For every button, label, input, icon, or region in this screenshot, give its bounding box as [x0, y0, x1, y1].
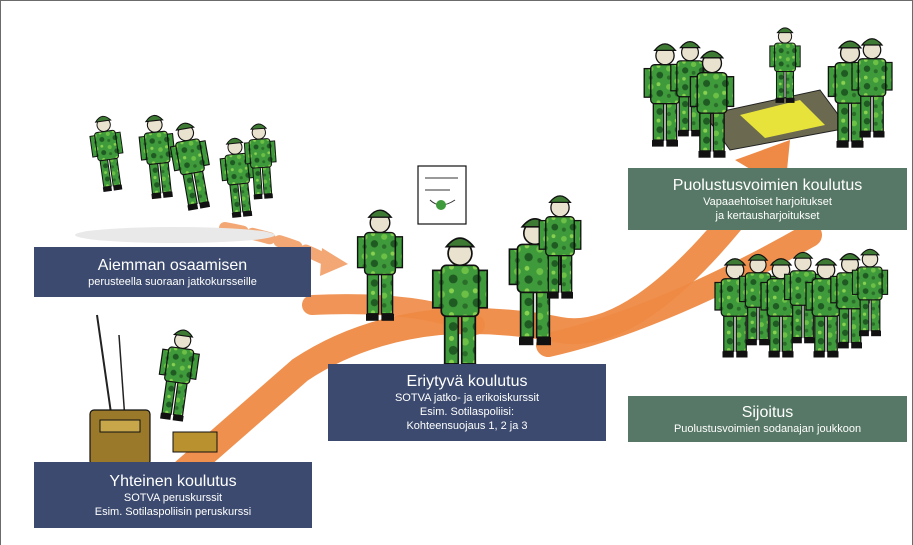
- specialized-training-line3: Kohteensuojaus 1, 2 ja 3: [406, 420, 528, 432]
- specialized-training-box: Eriytyvä koulutus SOTVA jatko- ja erikoi…: [328, 364, 606, 441]
- lined-up-soldiers-illustration: [714, 248, 889, 359]
- specialized-training-line2: Esim. Sotilaspoliisi:: [419, 406, 515, 418]
- placement-title: Sijoitus: [741, 403, 794, 421]
- common-training-line2: Esim. Sotilaspoliisin peruskurssi: [94, 505, 252, 518]
- path-arrowhead-left: [320, 248, 348, 276]
- specialized-training-title: Eriytyvä koulutus: [406, 373, 528, 390]
- specialized-training-line1: SOTVA jatko- ja erikoiskurssit: [394, 392, 540, 404]
- common-training-line1: SOTVA peruskurssit: [123, 491, 223, 504]
- previous-skills-subtitle: perusteella suoraan jatkokursseille: [88, 275, 257, 288]
- placement-subtitle: Puolustusvoimien sodanajan joukkoon: [673, 422, 862, 435]
- defence-forces-training-line2: ja kertausharjoitukset: [715, 209, 820, 222]
- previous-skills-title: Aiemman osaamisen: [97, 256, 248, 274]
- radio-operator-illustration: [89, 314, 218, 466]
- placement-box: Sijoitus Puolustusvoimien sodanajan jouk…: [628, 396, 907, 442]
- previous-skills-box: Aiemman osaamisen perusteella suoraan ja…: [34, 247, 311, 297]
- defence-forces-training-line1: Vapaaehtoiset harjoitukset: [703, 195, 832, 208]
- defence-forces-training-title: Puolustusvoimien koulutus: [672, 176, 863, 194]
- common-training-box: Yhteinen koulutus SOTVA peruskurssit Esi…: [34, 462, 312, 528]
- defence-forces-training-box: Puolustusvoimien koulutus Vapaaehtoiset …: [628, 168, 907, 230]
- common-training-title: Yhteinen koulutus: [109, 472, 237, 490]
- map-exercise-illustration: [643, 27, 893, 159]
- running-soldiers-illustration: [75, 113, 280, 243]
- briefing-soldiers-illustration: [356, 165, 582, 374]
